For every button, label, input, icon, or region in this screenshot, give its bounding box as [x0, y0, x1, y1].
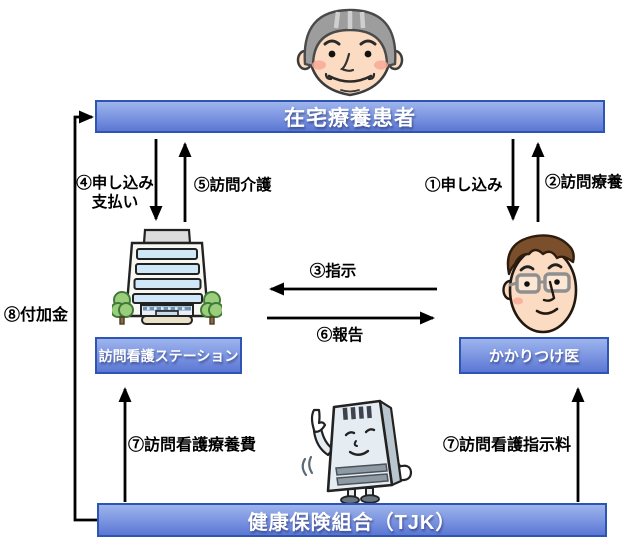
flow-label-report: ⑥報告 — [316, 327, 364, 344]
elderly-man-face-icon — [296, 8, 404, 97]
doctor-node: かかりつけ医 — [459, 337, 609, 374]
insurer-node: 健康保険組合（TJK） — [97, 503, 607, 537]
doctor-label: かかりつけ医 — [488, 348, 580, 365]
insurance-mascot-illustration — [298, 397, 414, 504]
flow-label-instruction-fee: ⑦訪問看護指示料 — [443, 437, 572, 454]
flow-label-additional-benefit: ⑧付加金 — [4, 307, 69, 324]
flow-label-apply-station-line2: 支払い — [91, 194, 139, 211]
nurse-station-illustration — [112, 228, 222, 335]
patient-label: 在宅療養患者 — [284, 106, 416, 130]
office-building-icon — [112, 228, 222, 325]
doctor-illustration — [497, 230, 583, 336]
flow-label-visit-treatment: ②訪問療養 — [545, 174, 623, 191]
nurse-station-label: 訪問看護ステーション — [98, 347, 239, 364]
flow-label-instruction: ③指示 — [309, 263, 357, 280]
patient-node: 在宅療養患者 — [95, 100, 605, 133]
doctor-face-icon — [502, 234, 578, 334]
nurse-station-node: 訪問看護ステーション — [95, 337, 242, 374]
flow-label-apply-station: ④申し込み 支払い — [76, 174, 154, 212]
flow-label-apply-station-line1: ④申し込み — [76, 175, 154, 192]
flow-label-nursing-fee: ⑦訪問看護療養費 — [128, 437, 257, 454]
flow-label-apply-doctor: ①申し込み — [425, 177, 503, 194]
patient-illustration — [291, 2, 409, 98]
building-mascot-icon — [301, 399, 413, 504]
flow-label-visit-care: ⑤訪問介護 — [194, 177, 272, 194]
insurer-label: 健康保険組合（TJK） — [247, 511, 457, 534]
